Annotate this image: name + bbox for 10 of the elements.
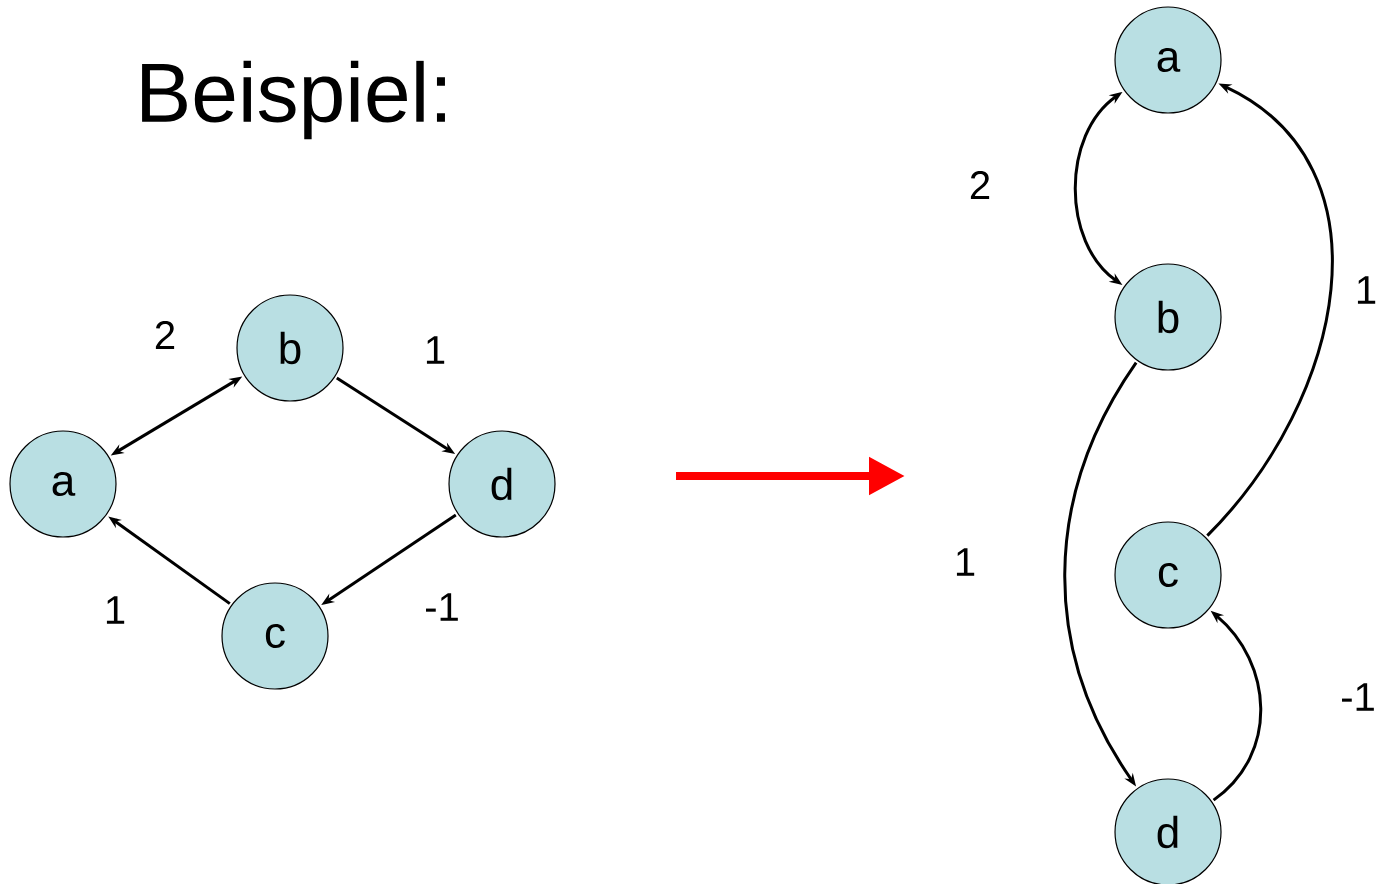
edge-label: 1 xyxy=(952,547,978,577)
edge-label: 2 xyxy=(152,320,178,350)
edge-label: 1 xyxy=(422,335,448,365)
arrow xyxy=(1206,83,1334,537)
edge-label: 2 xyxy=(967,170,993,200)
title: Beispiel: xyxy=(142,60,445,140)
edge-label: 1 xyxy=(1353,275,1379,305)
edge-label: 1 xyxy=(102,595,128,625)
edge-label: -1 xyxy=(423,592,461,622)
edge-label: -1 xyxy=(1339,682,1377,712)
